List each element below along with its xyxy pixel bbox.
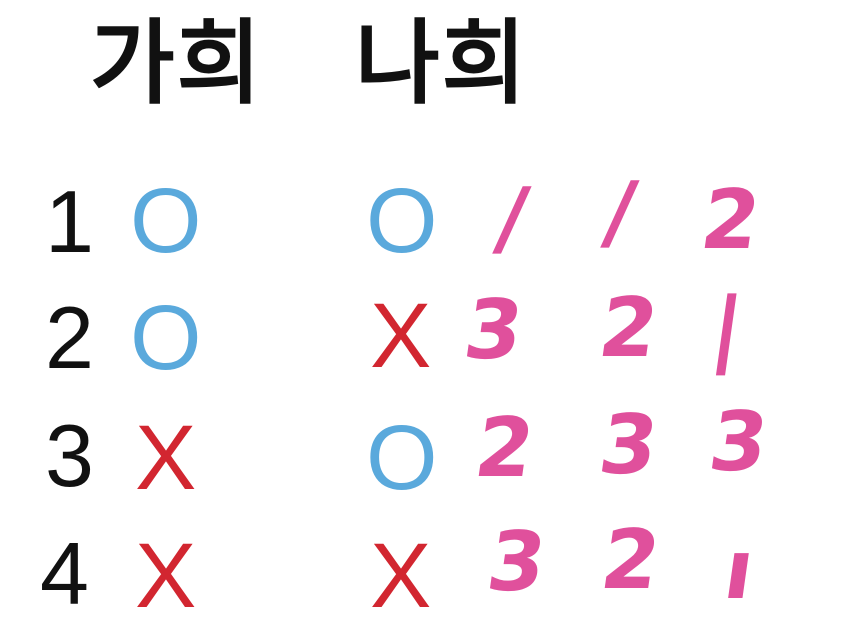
hand-mark-row-3-a: 2 [469,401,540,496]
hand-mark-row-2-c: | [705,281,749,376]
row-number-2: 2 [45,288,94,387]
hand-mark-row-1-b: / [598,165,642,260]
hand-mark-row-4-b: 2 [595,513,666,608]
hand-mark-row-3-c: 3 [703,395,774,490]
nahui-mark-row-4: X [370,525,432,627]
nahui-mark-row-1: O [366,170,438,272]
hand-mark-row-4-a: 3 [481,515,552,610]
header-nahui: 나희 [355,10,529,117]
nahui-mark-row-2: X [370,285,432,387]
hand-mark-row-2-b: 2 [593,281,664,376]
header-gahui: 가희 [90,10,264,117]
row-number-3: 3 [45,406,94,505]
hand-mark-row-3-b: 3 [593,398,664,493]
nahui-mark-row-3: O [366,407,438,509]
hand-mark-row-1-c: 2 [695,173,766,268]
gahui-mark-row-1: O [130,170,202,272]
hand-mark-row-1-a: / [490,171,534,266]
gahui-mark-row-4: X [135,525,197,627]
gahui-mark-row-3: X [135,407,197,509]
row-number-1: 1 [45,172,94,271]
row-number-4: 4 [40,524,89,623]
gahui-mark-row-2: O [130,287,202,389]
hand-mark-row-2-a: 3 [458,283,529,378]
hand-mark-row-4-c: ı [718,523,760,618]
